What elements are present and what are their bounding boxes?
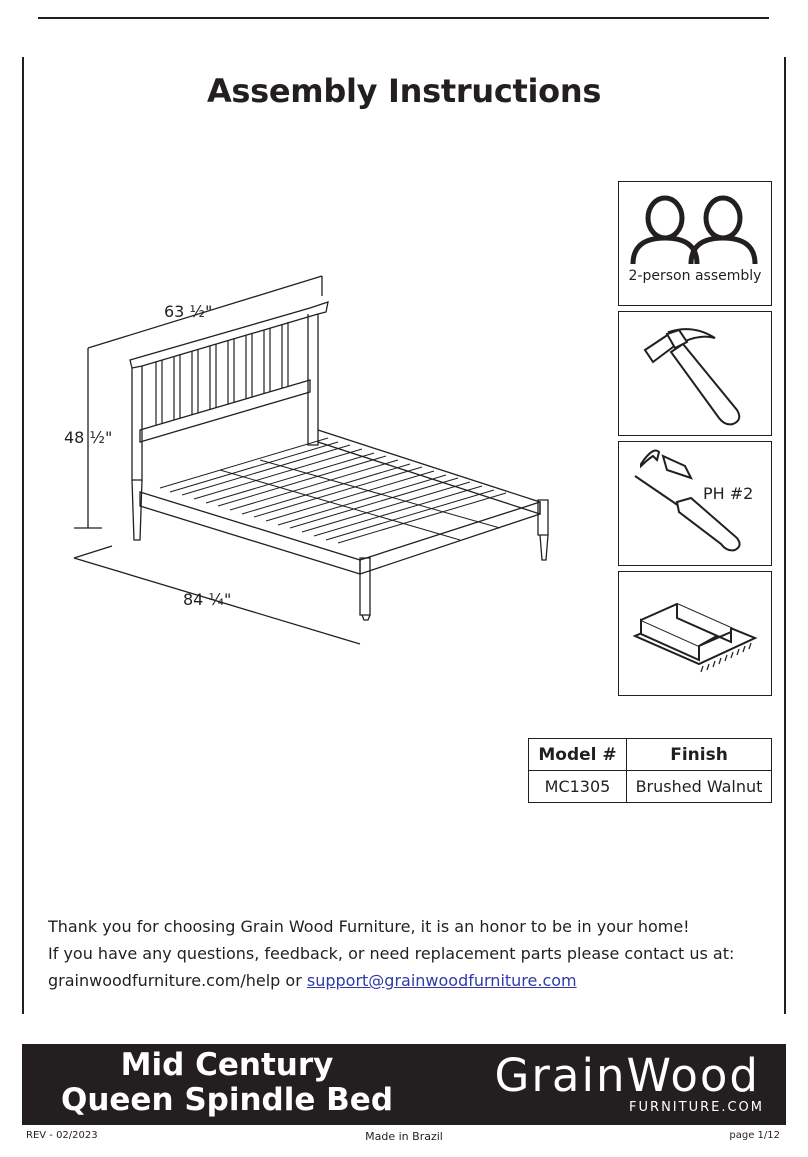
protective-surface-icon xyxy=(632,602,758,673)
finish-value: Brushed Walnut xyxy=(626,770,772,803)
help-url-text: grainwoodfurniture.com/help or xyxy=(48,971,307,990)
screwdriver-icon xyxy=(634,449,741,552)
thanks-line-3: grainwoodfurniture.com/help or support@g… xyxy=(48,967,768,994)
finish-header: Finish xyxy=(626,738,772,771)
thanks-line-2: If you have any questions, feedback, or … xyxy=(48,944,735,963)
left-border xyxy=(22,57,24,1014)
bed-illustration xyxy=(73,275,549,645)
two-person-icon xyxy=(630,195,758,265)
brand-logo: GrainWood xyxy=(494,1049,760,1102)
product-banner: Mid Century Queen Spindle Bed GrainWood … xyxy=(22,1044,786,1125)
hammer-box xyxy=(618,311,772,436)
model-header: Model # xyxy=(528,738,627,771)
top-rule xyxy=(38,17,769,19)
product-name-line-2: Queen Spindle Bed xyxy=(60,1082,394,1118)
brand-subtitle: FURNITURE.COM xyxy=(629,1100,764,1115)
thank-you-message: Thank you for choosing Grain Wood Furnit… xyxy=(48,913,768,994)
hammer-icon xyxy=(643,328,741,426)
page-number: page 1/12 xyxy=(729,1130,780,1141)
page-title: Assembly Instructions xyxy=(206,72,602,110)
two-person-label: 2-person assembly xyxy=(628,268,762,284)
spec-table: Model # Finish MC1305 Brushed Walnut xyxy=(528,738,772,803)
revision-date: REV - 02/2023 xyxy=(26,1130,98,1141)
screwdriver-label: PH #2 xyxy=(703,484,754,503)
product-name: Mid Century Queen Spindle Bed xyxy=(22,1048,432,1118)
right-border xyxy=(784,57,786,1014)
spec-table-header-row: Model # Finish xyxy=(528,738,772,771)
model-value: MC1305 xyxy=(528,770,627,803)
table-row: MC1305 Brushed Walnut xyxy=(528,770,772,803)
dimension-length: 84 ¼" xyxy=(183,590,232,609)
dimension-height: 48 ½" xyxy=(64,428,113,447)
protective-surface-box xyxy=(618,571,772,696)
screwdriver-box: PH #2 xyxy=(618,441,772,566)
two-person-box: 2-person assembly xyxy=(618,181,772,306)
thanks-line-1: Thank you for choosing Grain Wood Furnit… xyxy=(48,917,690,936)
support-email-link[interactable]: support@grainwoodfurniture.com xyxy=(306,971,577,990)
dimension-width: 63 ½" xyxy=(164,302,213,321)
made-in: Made in Brazil xyxy=(365,1130,443,1143)
product-name-line-1: Mid Century xyxy=(120,1047,334,1083)
